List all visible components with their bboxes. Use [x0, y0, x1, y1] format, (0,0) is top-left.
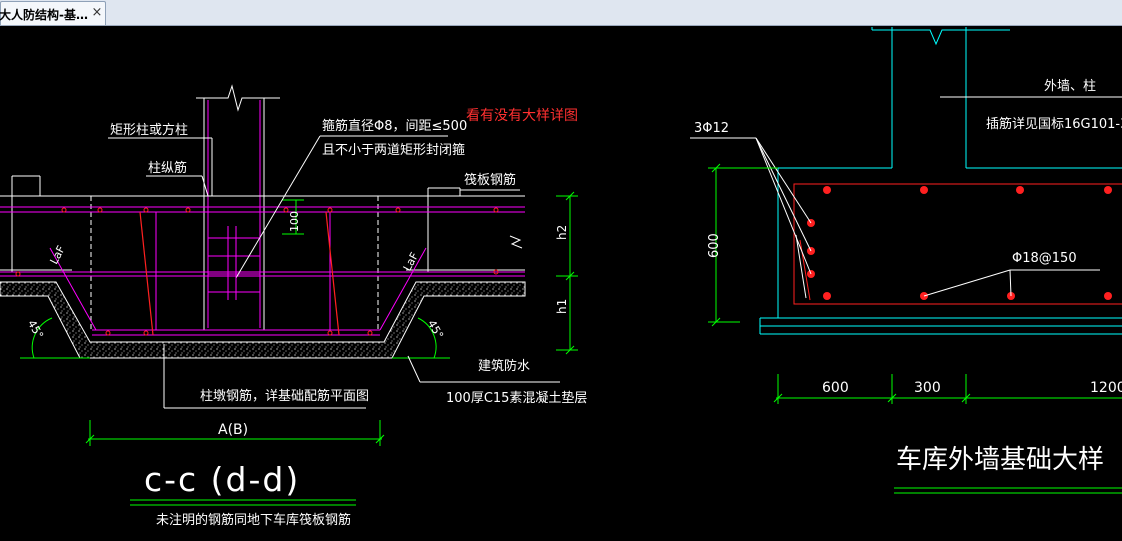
right-wall-footing-detail: 600 600 300 1200 外墙、柱 插筋详见国标16G101-3 3Φ1…: [690, 27, 1122, 494]
label-wall-col: 外墙、柱: [1044, 79, 1096, 94]
angle-right-label: 45°: [425, 318, 446, 341]
column-outline: [196, 84, 280, 330]
label-waterproof: 建筑防水: [478, 358, 530, 374]
concrete-cushion: [0, 281, 526, 359]
document-tab-bar: 大人防结构-基… ×: [0, 0, 1122, 26]
document-tab-title: 大人防结构-基…: [0, 8, 88, 22]
dim-h2: h2: [555, 225, 569, 240]
column-rebar: [207, 100, 261, 328]
label-column-bar: 柱纵筋: [148, 160, 187, 176]
dim-1200: 1200: [1090, 380, 1122, 396]
label-raft-bar: 筏板钢筋: [464, 172, 516, 188]
annotation-red: 看有没有大样详图: [466, 108, 578, 124]
section-title: c-c (d-d): [144, 460, 300, 499]
cad-drawing-canvas[interactable]: LaF LaF 45° 45° h2 h1 100: [0, 27, 1122, 541]
dim-100: 100: [288, 211, 301, 232]
label-phi18: Φ18@150: [1012, 251, 1077, 266]
close-icon[interactable]: ×: [91, 5, 103, 20]
label-dowel: 插筋详见国标16G101-3: [986, 116, 1122, 132]
laf-left-label: LaF: [47, 243, 67, 266]
label-column: 矩形柱或方柱: [110, 122, 188, 138]
section-note: 未注明的钢筋同地下车库筏板钢筋: [156, 512, 351, 528]
document-tab[interactable]: 大人防结构-基… ×: [0, 1, 106, 25]
dim-ab: A(B): [218, 422, 248, 438]
label-col-bar-ref: 柱墩钢筋，详基础配筋平面图: [200, 388, 369, 404]
label-cushion: 100厚C15素混凝土垫层: [446, 390, 587, 406]
dim-600-vertical: 600: [707, 233, 722, 258]
angle-left-label: 45°: [25, 318, 46, 341]
raft-top-rebar: [0, 206, 525, 277]
right-detail-title: 车库外墙基础大样: [896, 445, 1104, 475]
left-section-detail: LaF LaF 45° 45° h2 h1 100: [0, 84, 587, 528]
label-stirrup-2: 且不小于两道矩形封闭箍: [322, 142, 465, 158]
dim-300: 300: [914, 380, 941, 396]
label-stirrup-1: 箍筋直径Φ8，间距≤500: [322, 118, 467, 134]
dim-600: 600: [822, 380, 849, 396]
dim-h1: h1: [555, 299, 569, 314]
pit-stirrups: [139, 211, 340, 336]
label-3phi12: 3Φ12: [694, 121, 729, 136]
